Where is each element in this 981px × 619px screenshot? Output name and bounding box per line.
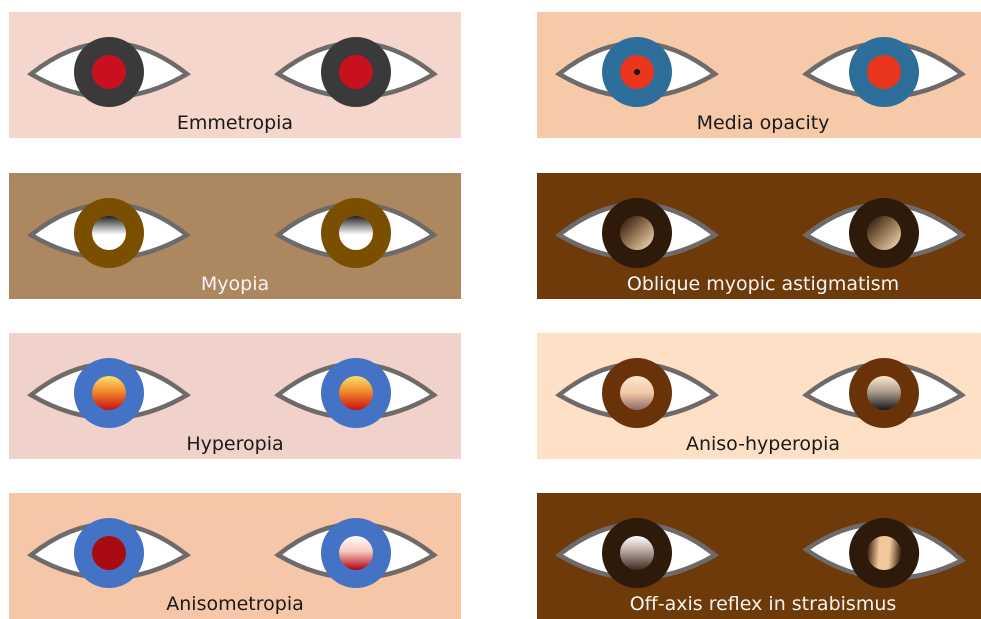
pupil-reflex: [867, 55, 901, 89]
panel-oblique-myopic-astigmatism: Oblique myopic astigmatism: [537, 173, 981, 299]
panel-myopia: Myopia: [9, 173, 461, 299]
eye: [806, 358, 962, 428]
panel-hyperopia: Hyperopia: [9, 333, 461, 459]
caption-myopia: Myopia: [9, 273, 461, 295]
pupil-reflex: [92, 536, 126, 570]
pupil-reflex: [339, 55, 373, 89]
caption-aniso-hyperopia: Aniso-hyperopia: [537, 433, 981, 455]
caption-emmetropia: Emmetropia: [9, 112, 461, 134]
eye: [31, 37, 187, 107]
eye: [31, 518, 187, 588]
panel-off-axis-reflex-in-strabismus: Off-axis reflex in strabismus: [537, 493, 981, 619]
panel-emmetropia: Emmetropia: [9, 12, 461, 138]
panel-media-opacity: Media opacity: [537, 12, 981, 138]
pupil-reflex: [92, 55, 126, 89]
eye: [559, 198, 715, 268]
eye: [278, 518, 434, 588]
panel-anisometropia: Anisometropia: [9, 493, 461, 619]
eye: [278, 358, 434, 428]
pupil-reflex: [620, 216, 654, 250]
pupil-reflex: [867, 376, 901, 410]
eye: [559, 358, 715, 428]
caption-hyperopia: Hyperopia: [9, 433, 461, 455]
pupil-reflex: [620, 536, 654, 570]
pupil-reflex: [92, 216, 126, 250]
pupil-reflex: [339, 536, 373, 570]
pupil-reflex: [339, 376, 373, 410]
eye: [31, 198, 187, 268]
caption-off-axis-reflex-in-strabismus: Off-axis reflex in strabismus: [537, 593, 981, 615]
eye: [278, 37, 434, 107]
opacity-dot: [634, 69, 640, 75]
caption-anisometropia: Anisometropia: [9, 593, 461, 615]
panel-aniso-hyperopia: Aniso-hyperopia: [537, 333, 981, 459]
eye: [806, 37, 962, 107]
eye: [806, 198, 962, 268]
eye: [278, 198, 434, 268]
eye: [559, 518, 715, 588]
pupil-reflex: [867, 216, 901, 250]
eye: [31, 358, 187, 428]
pupil-reflex: [92, 376, 126, 410]
eye: [804, 513, 965, 594]
caption-media-opacity: Media opacity: [537, 112, 981, 134]
pupil-reflex: [339, 216, 373, 250]
pupil-reflex: [620, 376, 654, 410]
caption-oblique-myopic-astigmatism: Oblique myopic astigmatism: [537, 273, 981, 295]
eye: [559, 37, 715, 107]
